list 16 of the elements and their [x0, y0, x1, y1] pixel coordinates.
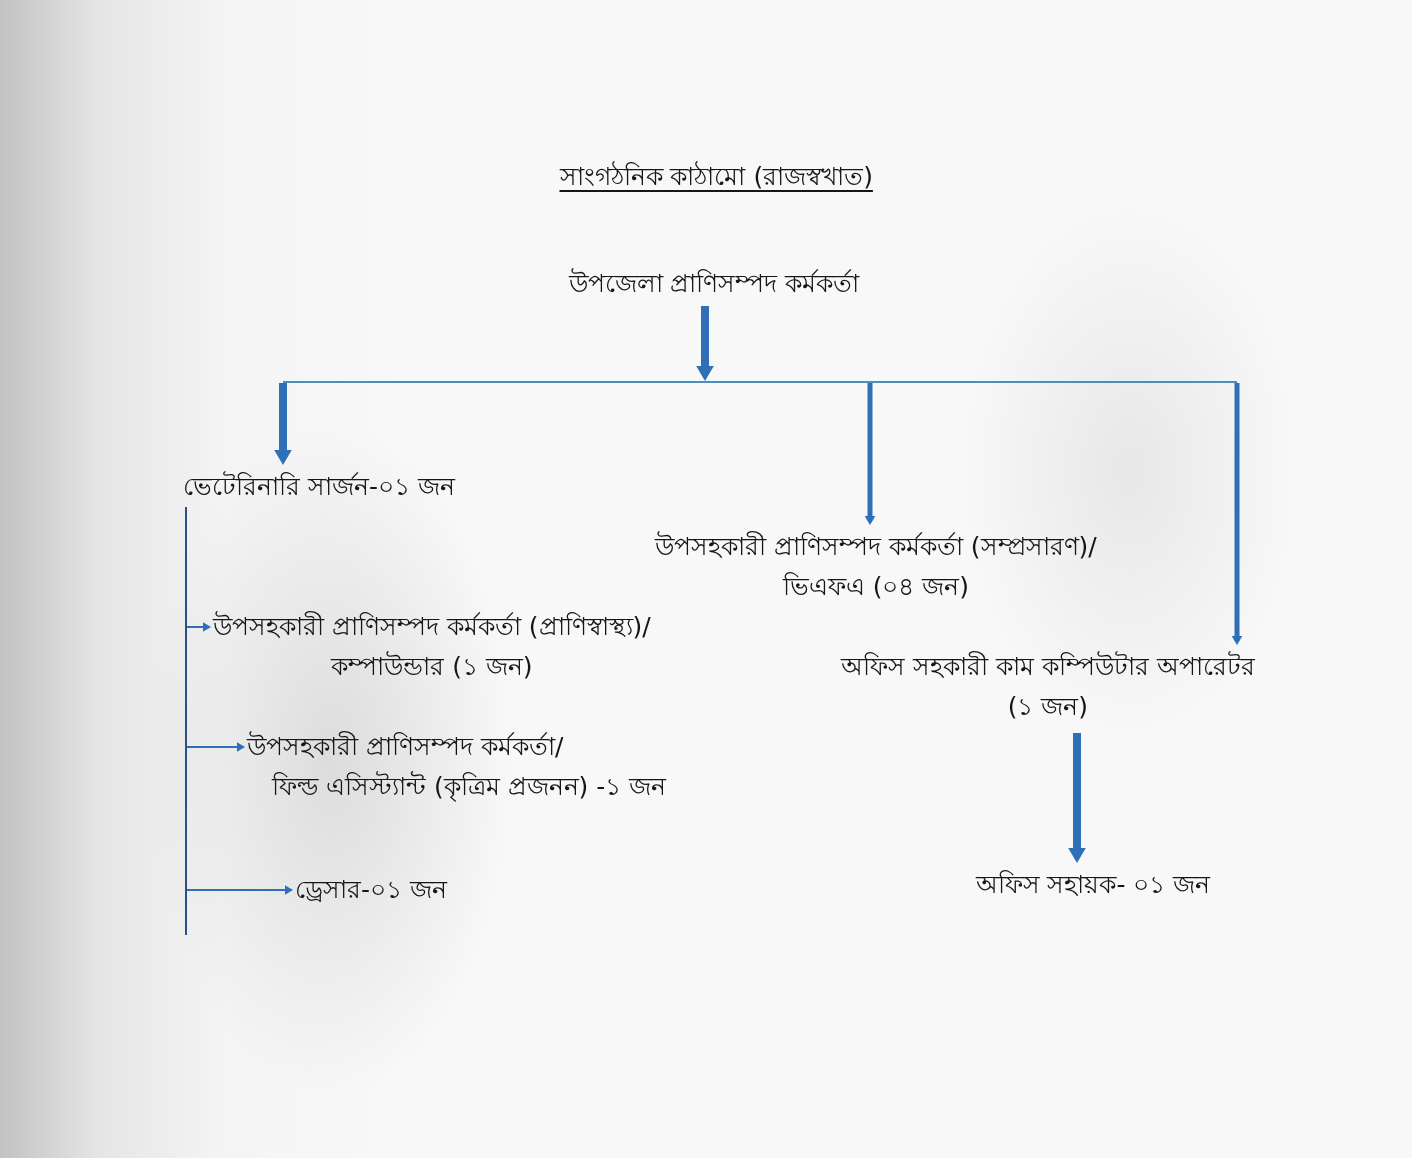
position-title: উপসহকারী প্রাণিসম্পদ কর্মকর্তা (সম্প্রসারণ)/ ভিএফএ (০৪ জন) — [655, 527, 1097, 607]
position-title: উপজেলা প্রাণিসম্পদ কর্মকর্তা — [568, 264, 860, 304]
diagram-title: সাংগঠনিক কাঠামো (রাজস্বখাত) — [559, 160, 873, 193]
arrow — [1231, 383, 1243, 646]
connector-line — [185, 506, 187, 936]
position-title: ড্রেসার-০১ জন — [295, 870, 447, 910]
arrow — [186, 885, 293, 895]
position-title: উপসহকারী প্রাণিসম্পদ কর্মকর্তা/ ফিল্ড এসিস্ট্যান্ট (কৃত্রিম প্রজনন) -১ জন — [247, 727, 667, 807]
arrow — [186, 622, 211, 632]
connector-line — [282, 381, 1238, 383]
position-title: উপসহকারী প্রাণিসম্পদ কর্মকর্তা (প্রাণিস্বাস্থ্য)/ কম্পাউন্ডার (১ জন) — [213, 607, 651, 687]
position-title: ভেটেরিনারি সার্জন-০১ জন — [183, 467, 455, 507]
position-title: অফিস সহকারী কাম কম্পিউটার অপারেটর (১ জন) — [841, 647, 1255, 727]
arrow — [186, 742, 245, 752]
arrow — [864, 383, 876, 526]
position-title: অফিস সহায়ক- ০১ জন — [975, 865, 1211, 905]
